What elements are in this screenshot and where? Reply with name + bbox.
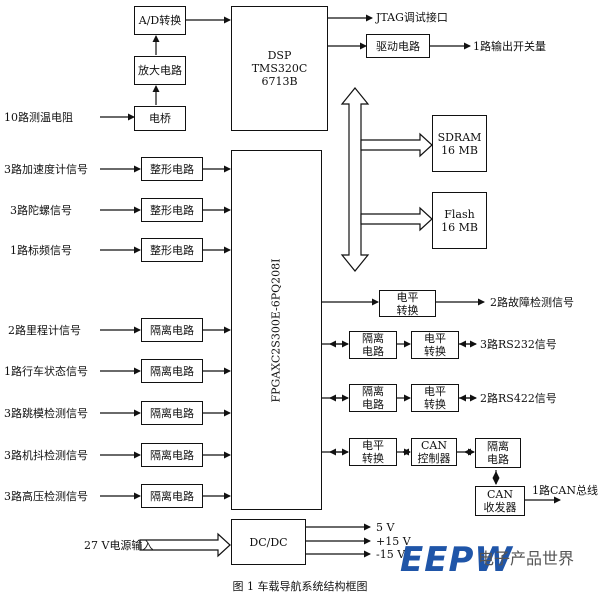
isolation-block-rs422: 隔离 电路: [349, 384, 397, 412]
level-shift-block-rs422: 电平 转换: [411, 384, 459, 412]
driver-block: 驱动电路: [366, 34, 430, 58]
isolation-block-odo: 隔离电路: [141, 318, 203, 342]
ad-converter-block: A/D转换: [134, 6, 186, 35]
watermark-text: 电子产品世界: [478, 549, 575, 568]
jtag-label: JTAG调试接口: [376, 11, 448, 24]
fpga-label: FPGAXC2S300E-6PQ208I: [270, 257, 283, 403]
voltage-minus15v-label: -15 V: [376, 548, 406, 561]
amplifier-block: 放大电路: [134, 56, 186, 85]
can-bus-label: 1路CAN总线: [532, 484, 598, 497]
level-shift-block-fault: 电平 转换: [379, 290, 436, 317]
odometer-input-label: 2路里程计信号: [8, 324, 81, 337]
shaping-block-accel: 整形电路: [141, 157, 203, 181]
rs232-label: 3路RS232信号: [480, 338, 557, 351]
gyro-input-label: 3路陀螺信号: [10, 204, 72, 217]
level-shift-block-rs232: 电平 转换: [411, 331, 459, 359]
dcdc-block: DC/DC: [231, 519, 306, 565]
can-controller-block: CAN 控制器: [411, 438, 457, 466]
drive-state-input-label: 1路行车状态信号: [4, 365, 88, 378]
eepw-logo: EEPW: [400, 540, 513, 580]
isolation-block-jump: 隔离电路: [141, 401, 203, 425]
isolation-block-shake: 隔离电路: [141, 443, 203, 467]
isolation-block-hv: 隔离电路: [141, 484, 203, 508]
shaping-block-freq: 整形电路: [141, 238, 203, 262]
voltage-plus15v-label: +15 V: [376, 535, 411, 548]
fpga-block: FPGAXC2S300E-6PQ208I: [231, 150, 322, 510]
freq-input-label: 1路标频信号: [10, 244, 72, 257]
sdram-block: SDRAM 16 MB: [432, 115, 487, 172]
temp-input-label: 10路测温电阻: [4, 111, 73, 124]
isolation-block-rs232: 隔离 电路: [349, 331, 397, 359]
bridge-block: 电桥: [134, 106, 186, 131]
isolation-block-drive-state: 隔离电路: [141, 359, 203, 383]
rs422-label: 2路RS422信号: [480, 392, 557, 405]
power-input-label: 27 V电源输入: [84, 539, 154, 552]
level-shift-block-can: 电平 转换: [349, 438, 397, 466]
hv-detect-input-label: 3路高压检测信号: [4, 490, 88, 503]
shake-detect-input-label: 3路机抖检测信号: [4, 449, 88, 462]
can-transceiver-block: CAN 收发器: [475, 486, 525, 516]
accel-input-label: 3路加速度计信号: [4, 163, 88, 176]
dsp-block: DSP TMS320C 6713B: [231, 6, 328, 131]
fault-output-label: 2路故障检测信号: [490, 296, 574, 309]
voltage-5v-label: 5 V: [376, 521, 395, 534]
isolation-block-can: 隔离 电路: [475, 438, 521, 468]
shaping-block-gyro: 整形电路: [141, 198, 203, 222]
flash-block: Flash 16 MB: [432, 192, 487, 249]
jump-detect-input-label: 3路跳模检测信号: [4, 407, 88, 420]
switch-output-label: 1路输出开关量: [473, 40, 546, 53]
figure-caption: 图 1 车载导航系统结构框图: [232, 580, 368, 593]
